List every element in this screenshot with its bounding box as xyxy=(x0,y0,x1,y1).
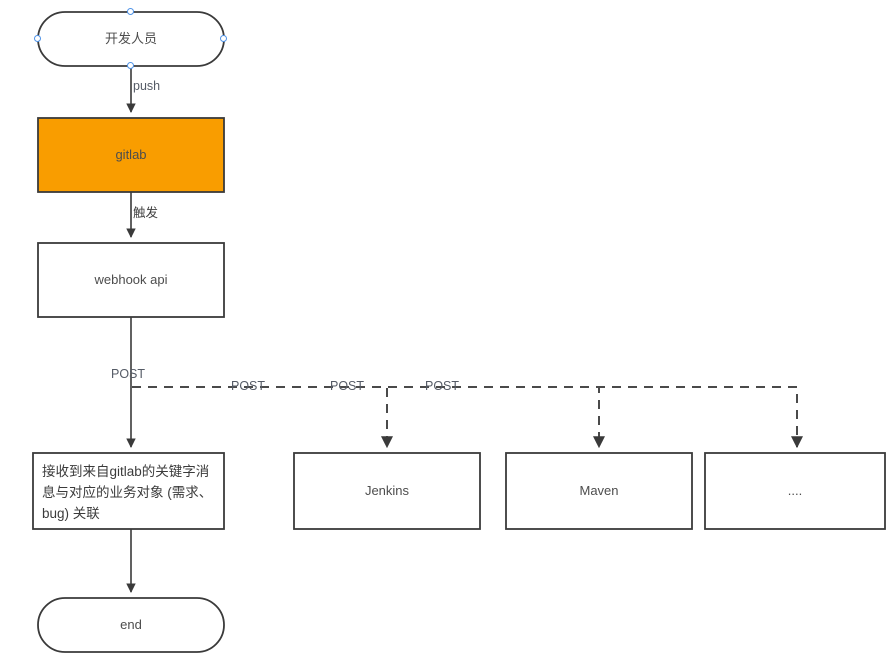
node-gitlab[interactable] xyxy=(37,117,225,193)
node-end[interactable] xyxy=(37,597,225,653)
node-maven[interactable] xyxy=(505,452,693,530)
node-jenkins[interactable] xyxy=(293,452,481,530)
selection-handle-right[interactable] xyxy=(220,35,227,42)
node-webhook-api[interactable] xyxy=(37,242,225,318)
selection-handle-left[interactable] xyxy=(34,35,41,42)
node-others[interactable] xyxy=(704,452,886,530)
selection-handle-top[interactable] xyxy=(127,8,134,15)
edge-webhook-to-maven xyxy=(132,386,605,449)
edge-webhook-to-others xyxy=(132,386,803,449)
selection-handle-bottom[interactable] xyxy=(127,62,134,69)
edge-webhook-to-jenkins xyxy=(132,386,393,449)
node-receive-keyword[interactable] xyxy=(32,452,225,530)
node-developer[interactable] xyxy=(37,11,225,67)
